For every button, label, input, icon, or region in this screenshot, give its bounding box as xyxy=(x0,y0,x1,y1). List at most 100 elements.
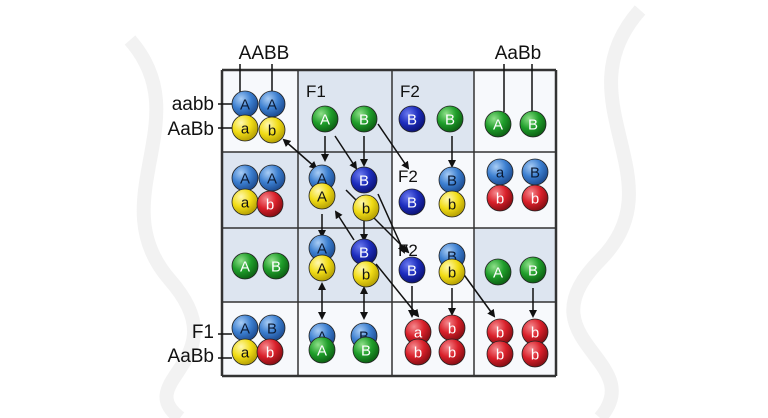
allele-letter: A xyxy=(493,117,503,134)
allele-letter: a xyxy=(241,195,250,212)
allele-ball-yellow: b xyxy=(438,258,466,286)
grid-cell-r3c0 xyxy=(222,302,298,376)
allele-ball-blue: B xyxy=(258,314,286,342)
allele-ball-green: B xyxy=(519,256,547,284)
allele-letter: B xyxy=(407,263,417,280)
allele-ball-green: A xyxy=(484,258,512,286)
allele-letter: a xyxy=(414,325,423,342)
connector-lines xyxy=(218,64,537,359)
cell-label-f2-top: F2 xyxy=(400,82,420,101)
allele-ball-red: b xyxy=(521,184,549,212)
allele-ball-red: b xyxy=(438,338,466,366)
allele-ball-blue: a xyxy=(486,158,514,186)
allele-letter: B xyxy=(271,259,281,276)
allele-letter: b xyxy=(266,345,274,362)
allele-ball-red: b xyxy=(256,338,284,366)
allele-ball-yellow: A xyxy=(308,182,336,210)
allele-ball-green: A xyxy=(484,110,512,138)
allele-ball-yellow: a xyxy=(231,188,259,216)
allele-letter: A xyxy=(493,265,503,282)
allele-ball-red: b xyxy=(486,184,514,212)
connector-line xyxy=(282,138,318,170)
allele-letter: b xyxy=(496,191,504,208)
allele-ball-green: B xyxy=(352,336,380,364)
allele-ball-dark_blue: B xyxy=(350,166,378,194)
allele-letter: a xyxy=(241,121,250,138)
allele-ball-yellow: b xyxy=(352,260,380,288)
side-label-top1: aabb xyxy=(172,94,214,115)
allele-ball-blue: A xyxy=(231,164,259,192)
allele-ball-yellow: b xyxy=(438,190,466,218)
side-label-top2: AaBb xyxy=(168,119,214,140)
allele-ball-red: b xyxy=(256,190,284,218)
grid-cell-r3c2 xyxy=(392,302,474,376)
allele-letter: b xyxy=(448,345,456,362)
cell-label-f2-mid: F2 xyxy=(398,167,418,186)
top-label-right: AaBb xyxy=(495,43,541,64)
allele-letter: b xyxy=(531,191,539,208)
punnett-grid xyxy=(220,68,558,378)
allele-ball-dark_blue: B xyxy=(398,105,426,133)
allele-ball-red: b xyxy=(438,314,466,342)
allele-letter: a xyxy=(496,165,505,182)
allele-letter: A xyxy=(240,259,250,276)
allele-letter: B xyxy=(447,173,457,190)
connector-line xyxy=(334,210,355,241)
allele-letter: A xyxy=(267,97,277,114)
allele-letter: B xyxy=(359,245,369,262)
allele-ball-yellow: b xyxy=(352,194,380,222)
allele-letter: b xyxy=(414,345,422,362)
allele-ball-dark_blue: B xyxy=(398,256,426,284)
cell-label-f1: F1 xyxy=(306,82,326,101)
allele-ball-green: A xyxy=(308,336,336,364)
allele-letter: b xyxy=(448,321,456,338)
connector-line xyxy=(377,123,410,170)
allele-letter: B xyxy=(445,112,455,129)
allele-letter: b xyxy=(362,201,370,218)
allele-letter: B xyxy=(359,112,369,129)
grid-cell-r0c3 xyxy=(474,70,556,152)
allele-letter: B xyxy=(447,249,457,266)
connector-line xyxy=(377,193,406,254)
allele-ball-green: B xyxy=(519,110,547,138)
allele-letter: A xyxy=(317,261,327,278)
allele-letter: b xyxy=(531,347,539,364)
connector-line xyxy=(461,271,496,318)
allele-ball-blue: A xyxy=(231,90,259,118)
allele-ball-red: a xyxy=(404,318,432,346)
allele-letter: b xyxy=(362,267,370,284)
allele-ball-dark_blue: B xyxy=(350,238,378,266)
allele-letter: b xyxy=(266,197,274,214)
allele-ball-green: A xyxy=(231,252,259,280)
allele-ball-red: b xyxy=(486,340,514,368)
allele-letter: A xyxy=(240,321,250,338)
allele-letter: A xyxy=(317,241,327,258)
allele-ball-blue: A xyxy=(258,90,286,118)
allele-letter: B xyxy=(530,165,540,182)
background-dna-watermark xyxy=(124,5,646,418)
allele-ball-dark_blue: B xyxy=(398,188,426,216)
allele-letter: A xyxy=(317,171,327,188)
allele-letter: B xyxy=(528,263,538,280)
allele-ball-green: B xyxy=(262,252,290,280)
allele-letter: A xyxy=(267,171,277,188)
top-label-left: AABB xyxy=(239,43,290,64)
allele-letter: B xyxy=(407,112,417,129)
connector-line xyxy=(375,263,420,318)
allele-ball-yellow: a xyxy=(231,114,259,142)
allele-letter: A xyxy=(317,343,327,360)
allele-letter: b xyxy=(496,347,504,364)
allele-letter: A xyxy=(240,97,250,114)
allele-letter: A xyxy=(317,189,327,206)
allele-ball-red: b xyxy=(521,340,549,368)
allele-letter: B xyxy=(267,321,277,338)
connector-line xyxy=(334,135,358,170)
allele-letter: b xyxy=(531,325,539,342)
grid-cell-r1c0 xyxy=(222,152,298,228)
allele-letter: B xyxy=(528,117,538,134)
allele-ball-red: b xyxy=(404,338,432,366)
allele-letter: A xyxy=(240,171,250,188)
allele-ball-yellow: A xyxy=(308,254,336,282)
allele-letter: b xyxy=(448,265,456,282)
